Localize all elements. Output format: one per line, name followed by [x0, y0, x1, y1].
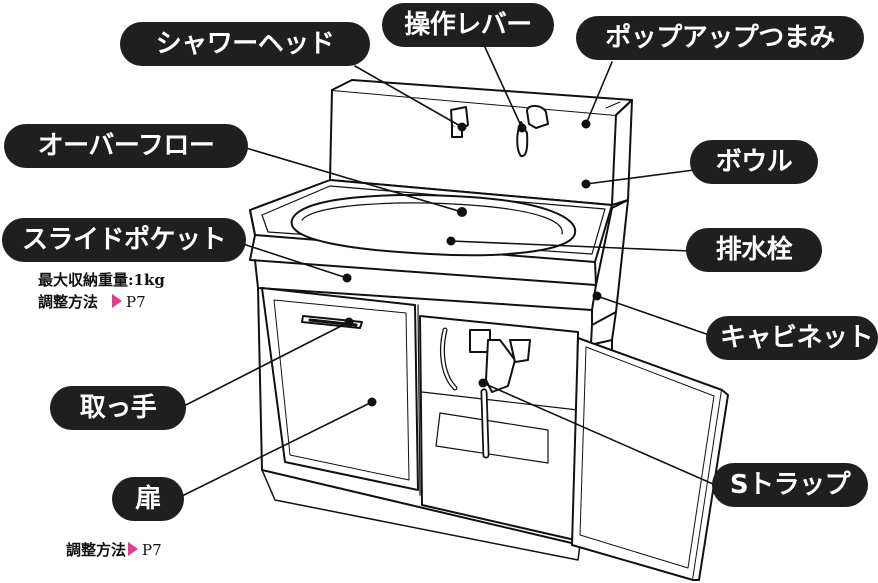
label-overflow: オーバーフロー: [4, 124, 248, 168]
label-slide-pocket: スライドポケット: [2, 218, 246, 262]
pocket-adjust-note[interactable]: 調整方法 P7: [38, 292, 146, 312]
label-popup-knob: ポップアップつまみ: [576, 16, 864, 60]
left-door: [261, 287, 421, 496]
label-bowl: ボウル: [690, 140, 818, 184]
label-door: 扉: [112, 477, 184, 521]
adjust-label-1: 調整方法: [38, 293, 99, 311]
label-drain-plug: 排水栓: [686, 228, 822, 272]
adjust-label-2: 調整方法: [66, 541, 127, 559]
right-door: [571, 337, 729, 581]
pocket-max-load: 最大収納重量:1kg: [38, 270, 165, 290]
adjust-ref-1[interactable]: P7: [126, 293, 146, 311]
label-s-trap: Sトラップ: [712, 463, 868, 507]
label-cabinet: キャビネット: [706, 316, 878, 360]
max-load-text: 最大収納重量:1kg: [38, 271, 165, 289]
label-shower-head: シャワーヘッド: [120, 22, 370, 66]
label-lever: 操作レバー: [382, 3, 554, 47]
leader-lines: [177, 44, 714, 498]
pointer-dots: [342, 119, 602, 407]
label-handle: 取っ手: [50, 386, 186, 430]
cabinet-interior: [419, 315, 579, 541]
basin: [290, 194, 577, 257]
pointer-arrow-icon: [128, 542, 139, 556]
door-adjust-note[interactable]: 調整方法 P7: [66, 540, 162, 560]
adjust-ref-2[interactable]: P7: [142, 541, 162, 559]
plumbing: [439, 327, 531, 459]
pointer-arrow-icon: [112, 294, 123, 308]
